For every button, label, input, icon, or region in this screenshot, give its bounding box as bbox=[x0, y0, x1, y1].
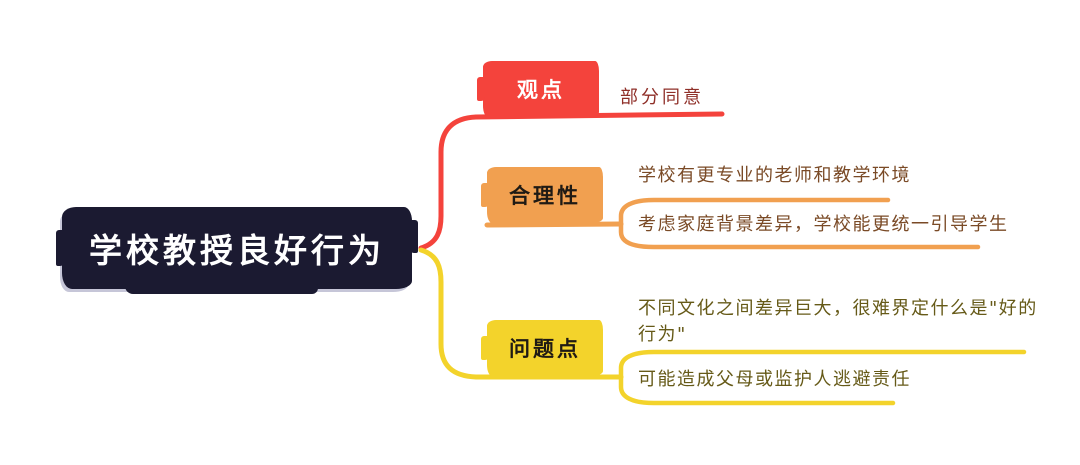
leaf-node-rationality-1[interactable]: 学校有更专业的老师和教学环境 bbox=[638, 165, 911, 186]
branch-node-problems-label: 问题点 bbox=[509, 337, 581, 361]
leaf-node-rationality-2[interactable]: 考虑家庭背景差异，学校能更统一引导学生 bbox=[638, 214, 1009, 235]
branch-node-viewpoint[interactable]: 观点 bbox=[477, 61, 599, 117]
branch-node-rationality[interactable]: 合理性 bbox=[481, 167, 603, 223]
root-node-label: 学校教授良好行为 bbox=[89, 231, 385, 270]
branch-node-problems[interactable]: 问题点 bbox=[481, 320, 603, 376]
underline-rationality bbox=[484, 221, 624, 228]
root-node[interactable]: 学校教授良好行为 bbox=[56, 207, 418, 294]
leaf-node-problems-1[interactable]: 不同文化之间差异巨大，很难界定什么是"好的行为" bbox=[638, 298, 1038, 345]
leaf-node-problems-2[interactable]: 可能造成父母或监护人逃避责任 bbox=[638, 369, 911, 390]
branch-node-rationality-label: 合理性 bbox=[509, 184, 581, 208]
root-node-edge bbox=[125, 284, 318, 294]
leaf-node-viewpoint-1[interactable]: 部分同意 bbox=[620, 87, 704, 108]
branch-node-viewpoint-label: 观点 bbox=[517, 78, 565, 102]
